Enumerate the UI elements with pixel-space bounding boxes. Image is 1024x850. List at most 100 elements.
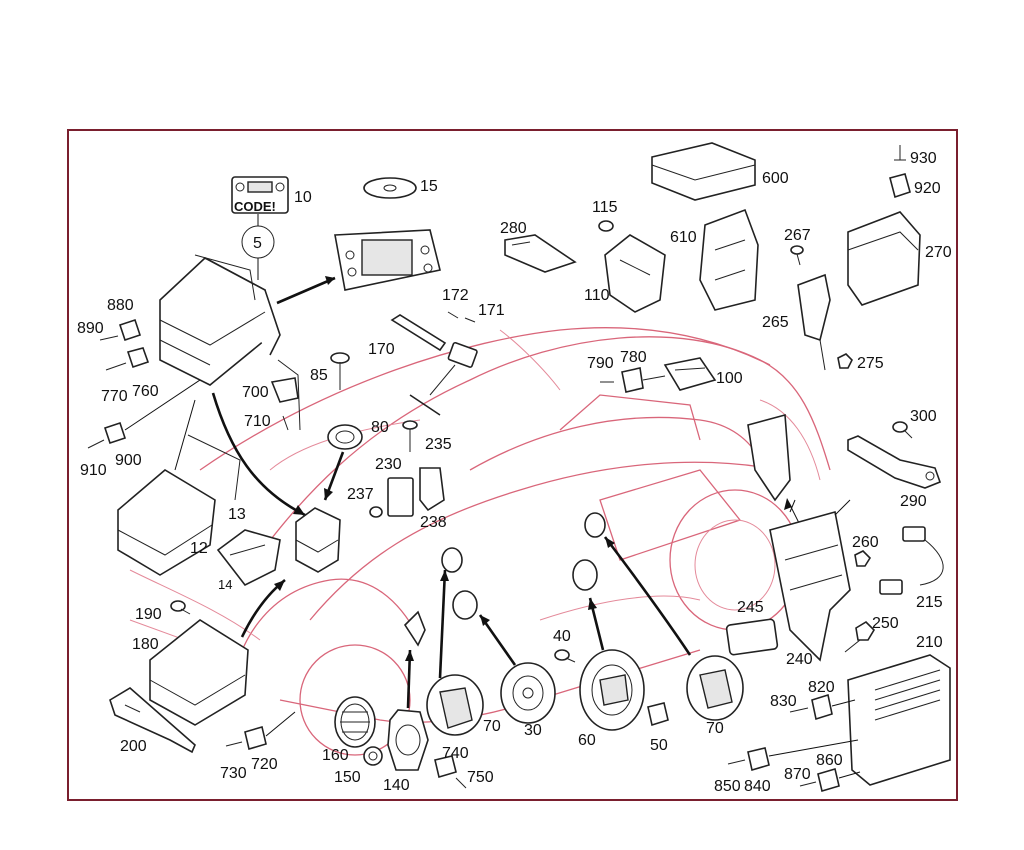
leader-speaker-70-right (603, 536, 692, 656)
callout-260: 260 (852, 534, 879, 551)
callout-860: 860 (816, 752, 843, 769)
speaker-70-left (426, 674, 484, 736)
callout-267: 267 (784, 227, 811, 244)
callout-280: 280 (500, 220, 527, 237)
connector-720 (225, 725, 267, 751)
callout-870: 870 (784, 766, 811, 783)
callout-70-right: 70 (706, 720, 724, 737)
callout-270: 270 (925, 244, 952, 261)
callout-60: 60 (578, 732, 596, 749)
callout-30: 30 (524, 722, 542, 739)
callout-180: 180 (132, 636, 159, 653)
control-module-center (295, 507, 341, 573)
rear-bracket (747, 413, 801, 526)
circuit-board-12 (216, 529, 281, 587)
bracket-238 (419, 467, 445, 512)
callout-85: 85 (310, 367, 328, 384)
callout-235: 235 (425, 436, 452, 453)
bolt-250 (844, 620, 876, 653)
callout-13: 13 (228, 506, 246, 523)
callout-275: 275 (857, 355, 884, 372)
cable-roof (409, 394, 441, 416)
callout-245: 245 (737, 599, 764, 616)
speaker-mount-front (441, 547, 463, 573)
speaker-door-rear-upper (584, 512, 606, 538)
callout-172: 172 (442, 287, 469, 304)
connector-780 (621, 367, 644, 393)
callout-760: 760 (132, 383, 159, 400)
cable-215 (879, 526, 944, 595)
callout-910: 910 (80, 462, 107, 479)
connector-860 (799, 767, 840, 793)
callout-290: 290 (900, 493, 927, 510)
callout-880: 880 (107, 297, 134, 314)
nut-260 (854, 550, 872, 567)
callout-80: 80 (371, 419, 389, 436)
tweeter-140 (387, 709, 429, 771)
callout-160: 160 (322, 747, 349, 764)
screw-300 (892, 421, 913, 439)
bracket-700 (270, 359, 301, 431)
module-270 (847, 211, 921, 306)
callout-238: 238 (420, 514, 447, 531)
callout-720: 720 (251, 756, 278, 773)
bracket-240 (769, 510, 851, 662)
callout-237: 237 (347, 486, 374, 503)
clip-50 (647, 702, 669, 727)
speaker-30 (500, 662, 556, 724)
antenna-cable-170 (390, 314, 478, 396)
diagram-frame (67, 129, 958, 801)
speaker-70-right (686, 655, 744, 721)
amplifier-110 (604, 234, 666, 313)
car-body-outline (129, 327, 831, 756)
speaker-door-rear (572, 559, 598, 591)
callout-50: 50 (650, 737, 668, 754)
callout-750: 750 (467, 769, 494, 786)
callout-5: 5 (253, 235, 262, 252)
callout-115: 115 (592, 199, 618, 216)
bracket-610 (699, 208, 759, 311)
callout-12: 12 (190, 540, 208, 557)
callout-770: 770 (101, 388, 128, 405)
box-230 (387, 477, 414, 517)
connector-920 (889, 173, 911, 199)
callout-14: 14 (218, 577, 232, 592)
leader-headunit-module (211, 392, 306, 517)
grommet-237 (369, 506, 383, 518)
display-unit-part (334, 229, 441, 291)
callout-170: 170 (368, 341, 395, 358)
callout-240: 240 (786, 651, 813, 668)
code-card-label: CODE! (234, 199, 276, 214)
speaker-grille-160 (334, 696, 376, 748)
callout-150: 150 (334, 769, 361, 786)
leader-headunit-screen (276, 276, 336, 305)
connector-880-890 (99, 318, 142, 342)
callout-265: 265 (762, 314, 789, 331)
screw-235 (402, 420, 418, 452)
module-210 (847, 654, 951, 786)
callout-40: 40 (553, 628, 571, 645)
callout-890: 890 (77, 320, 104, 337)
ring-150 (363, 746, 383, 766)
callout-100: 100 (716, 370, 743, 387)
connector-740 (434, 755, 467, 789)
callout-250: 250 (872, 615, 899, 632)
screw-267 (790, 245, 804, 266)
changer-600 (651, 142, 756, 201)
callout-740: 740 (442, 745, 469, 762)
callout-820: 820 (808, 679, 835, 696)
callout-700: 700 (242, 384, 269, 401)
cd-disc-part (363, 177, 417, 199)
callout-171: 171 (478, 302, 505, 319)
callout-730: 730 (220, 765, 247, 782)
drive-unit-13 (117, 434, 241, 576)
connector-900-910 (87, 421, 127, 449)
callout-210: 210 (916, 634, 943, 651)
callout-230: 230 (375, 456, 402, 473)
callout-920: 920 (914, 180, 941, 197)
callout-610: 610 (670, 229, 697, 246)
bracket-265 (797, 273, 831, 371)
speaker-mount-door (452, 590, 478, 620)
callout-10: 10 (294, 189, 312, 206)
